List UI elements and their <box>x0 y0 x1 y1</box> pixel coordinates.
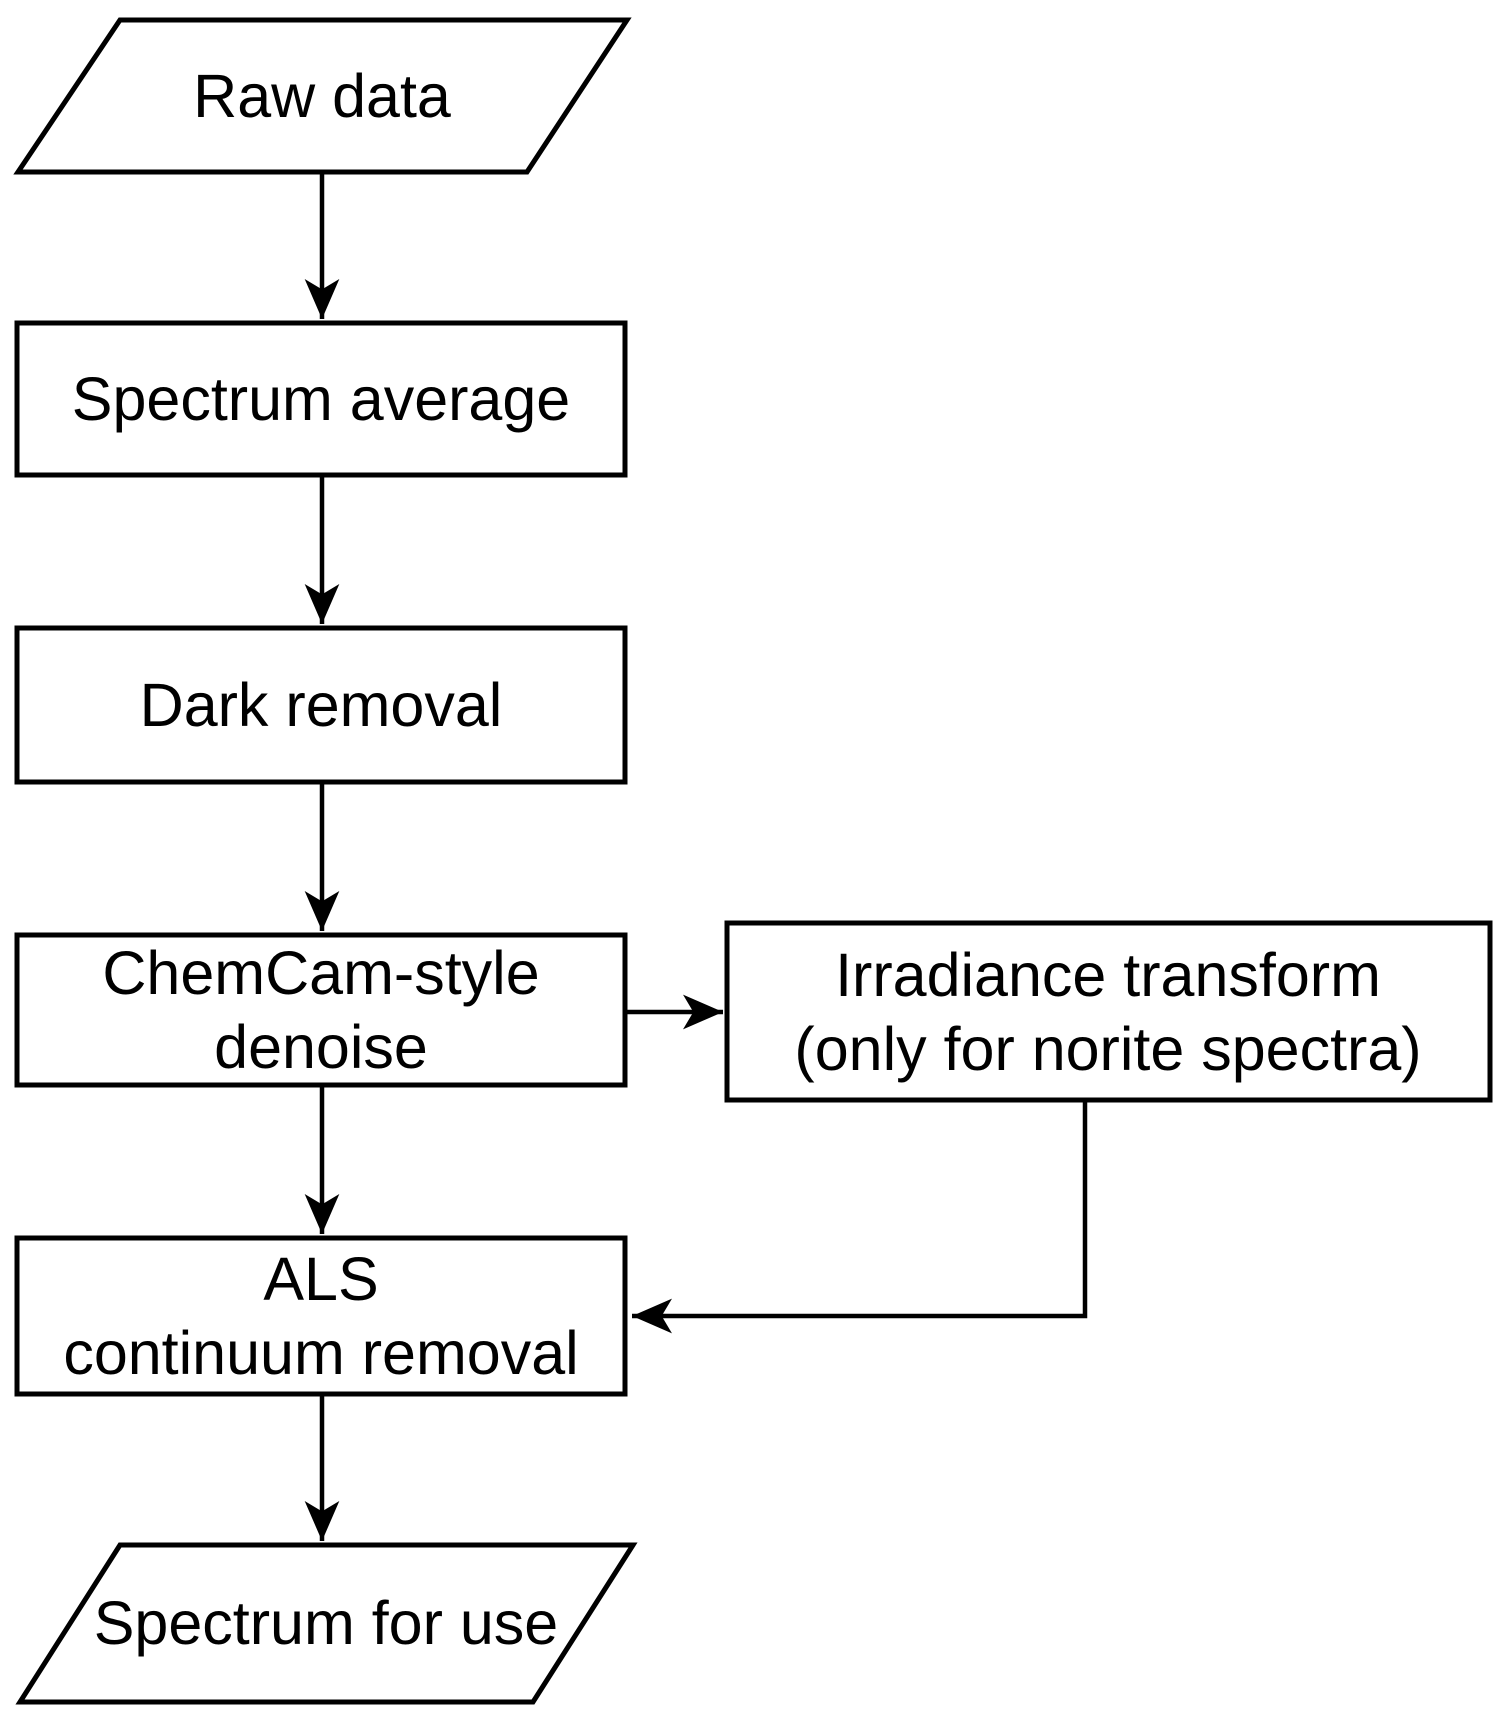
node-dark-removal: Dark removal <box>14 625 628 785</box>
dark-removal-label: Dark removal <box>140 671 503 739</box>
irradiance-transform-box <box>724 920 1493 1103</box>
chemcam-denoise-label-line2: denoise <box>214 1013 428 1081</box>
dark-removal-box <box>14 625 628 785</box>
raw-data-label: Raw data <box>193 62 451 130</box>
spectrum-for-use-parallelogram <box>15 1542 638 1705</box>
als-continuum-removal-label-line2: continuum removal <box>63 1319 578 1387</box>
edge-irradiance-to-als <box>632 1102 1088 1334</box>
irradiance-transform-label-line1: Irradiance transform <box>835 941 1381 1009</box>
als-continuum-removal-label-line1: ALS <box>263 1245 378 1313</box>
irradiance-transform-label-line2: (only for norite spectra) <box>794 1015 1421 1083</box>
spectrum-for-use-label: Spectrum for use <box>94 1589 558 1657</box>
raw-data-parallelogram <box>13 17 632 175</box>
chemcam-denoise-box <box>14 932 628 1088</box>
als-continuum-removal-box <box>14 1235 628 1397</box>
edges <box>304 174 1088 1541</box>
node-spectrum-average: Spectrum average <box>14 320 628 478</box>
spectrum-average-label: Spectrum average <box>72 365 570 433</box>
spectrum-average-box <box>14 320 628 478</box>
node-als-continuum-removal: ALS continuum removal <box>14 1235 628 1397</box>
node-raw-data: Raw data <box>13 17 632 175</box>
node-chemcam-denoise: ChemCam-style denoise <box>14 932 628 1088</box>
chemcam-denoise-label-line1: ChemCam-style <box>102 939 539 1007</box>
node-irradiance-transform: Irradiance transform (only for norite sp… <box>724 920 1493 1103</box>
node-spectrum-for-use: Spectrum for use <box>15 1542 638 1705</box>
